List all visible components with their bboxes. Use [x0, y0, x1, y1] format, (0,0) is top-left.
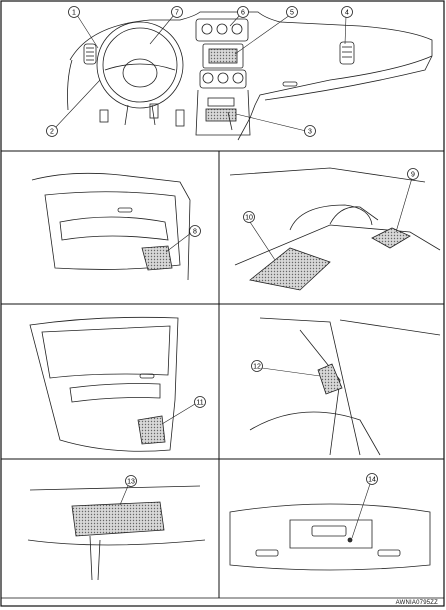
overhead-console-panel: [289, 519, 373, 549]
svg-text:13: 13: [127, 479, 135, 486]
overhead-console-outline: [229, 503, 431, 571]
front-door-speaker: [141, 245, 173, 271]
svg-text:10: 10: [245, 215, 253, 222]
console-switch-panel: [207, 97, 235, 107]
steering-wheel-inner: [102, 27, 178, 103]
pillar-windshield-edge: [259, 317, 361, 456]
front-door-window-edge: [31, 172, 191, 281]
pillar-roof-line: [339, 319, 441, 336]
front-door-handle: [117, 207, 133, 213]
rear-door-frame: [29, 316, 179, 452]
svg-text:7: 7: [175, 10, 179, 17]
amplifier-unit: [71, 501, 165, 537]
pillar-trim: [299, 329, 341, 456]
rear-window-edge: [229, 167, 426, 183]
rear-door-handle: [139, 373, 155, 379]
pedal-accelerator: [175, 109, 185, 127]
gear-lever: [227, 111, 233, 131]
callout-2: 2: [46, 125, 58, 137]
right-vent: [339, 41, 355, 65]
callout-10: 10: [243, 211, 255, 223]
callout-13: 13: [125, 475, 137, 487]
callout-6: 6: [237, 6, 249, 18]
a-pillar: [67, 59, 73, 111]
rear-shelf-edge: [234, 224, 441, 266]
glove-box-handle: [282, 81, 298, 87]
rear-headrest-left: [289, 204, 373, 231]
steering-column: [124, 104, 156, 126]
steering-hub: [122, 58, 158, 88]
panel-rear-shelf: [229, 167, 441, 291]
center-vent-frame: [195, 18, 249, 42]
svg-text:14: 14: [368, 477, 376, 484]
svg-text:3: 3: [308, 129, 312, 136]
left-vent: [83, 43, 97, 65]
panel-pillar: [249, 317, 441, 456]
callout-9: 9: [407, 168, 419, 180]
rear-door-speaker: [137, 415, 166, 445]
rear-door-window: [41, 325, 171, 379]
front-door-armrest: [59, 216, 169, 241]
pillar-tweeter: [317, 363, 343, 395]
svg-text:11: 11: [196, 400, 203, 407]
map-lamp-left: [255, 549, 279, 557]
panel-overhead: [229, 483, 431, 571]
amp-bracket-bottom: [27, 539, 206, 546]
center-console: [195, 89, 251, 136]
callout-8: 8: [189, 225, 201, 237]
overhead-switch-block: [311, 525, 347, 537]
svg-text:12: 12: [253, 364, 261, 371]
svg-text:9: 9: [411, 172, 415, 179]
rear-shelf-speaker-right: [371, 227, 411, 249]
panel-dashboard: [54, 11, 433, 141]
panel-rear-door: [29, 316, 196, 452]
pedal-brake: [149, 103, 159, 119]
map-lamp-right: [377, 549, 401, 557]
svg-text:1: 1: [72, 10, 76, 17]
pedal-left: [99, 109, 109, 123]
panel-amplifier: [27, 485, 206, 581]
svg-text:4: 4: [345, 10, 349, 17]
callouts-panel-1: 1 7 6 5 4 2 3: [46, 6, 353, 137]
center-display: [208, 48, 238, 64]
panel-front-door: [31, 172, 192, 281]
front-door-panel: [44, 191, 181, 270]
svg-text:8: 8: [193, 229, 197, 236]
callout-7: 7: [171, 6, 183, 18]
callout-1: 1: [68, 6, 80, 18]
overhead-microphone: [347, 537, 353, 543]
callout-12: 12: [251, 360, 263, 372]
dashboard-lower-edge: [264, 55, 433, 101]
dashboard-outline: [69, 11, 433, 141]
pillar-dash-curve: [249, 411, 381, 456]
callout-14: 14: [366, 473, 378, 485]
steering-wheel-rim: [96, 21, 184, 109]
svg-text:6: 6: [241, 10, 245, 17]
callout-3: 3: [304, 125, 316, 137]
steering-spoke: [104, 63, 176, 71]
center-display-frame: [202, 43, 244, 69]
console-module: [205, 108, 237, 122]
callout-11: 11: [194, 396, 206, 408]
callout-4: 4: [341, 6, 353, 18]
svg-text:2: 2: [50, 129, 54, 136]
callout-5: 5: [286, 6, 298, 18]
figure-code: AWNIA0795ZZ: [395, 600, 438, 606]
amp-bracket-top: [29, 485, 201, 491]
rear-shelf-speaker-left: [249, 247, 331, 291]
amp-harness: [89, 535, 101, 581]
rear-headrest-right: [329, 206, 379, 225]
rear-door-armrest: [69, 383, 161, 403]
svg-text:5: 5: [290, 10, 294, 17]
